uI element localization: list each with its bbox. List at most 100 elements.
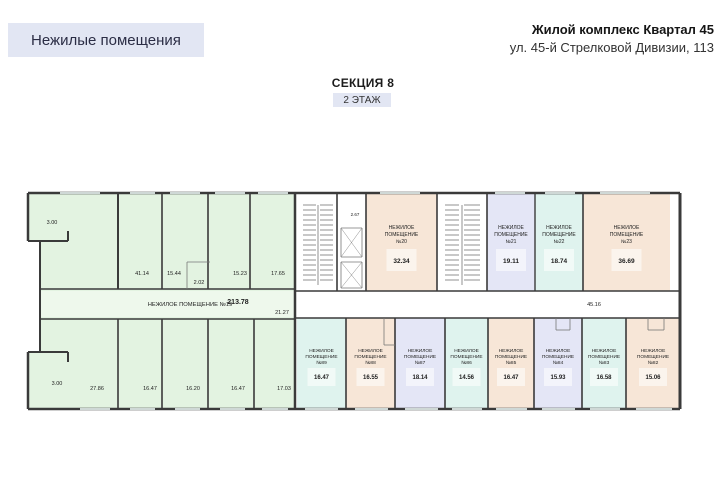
unit-area: 15.06	[645, 375, 661, 381]
unit-area-box	[611, 249, 642, 271]
unit-label-line2: ПОМЕЩЕНИЕ	[494, 232, 528, 238]
unit-fill	[366, 193, 437, 291]
unit-area-box	[406, 368, 434, 386]
area-corridor-right: 45.16	[587, 302, 601, 308]
unit-label-line1: НЕЖИЛОЕ	[389, 225, 415, 231]
unit-label-line2: ПОМЕЩЕНИЕ	[542, 232, 576, 238]
unit-fill	[583, 193, 670, 291]
unit-label-line1: НЕЖИЛОЕ	[614, 225, 640, 231]
unit-area: 15.93	[550, 375, 566, 381]
unit-area: 19.11	[503, 258, 519, 265]
unit-label-line2: ПОМЕЩЕНИЕ	[610, 232, 644, 238]
premise-19-name: НЕЖИЛОЕ ПОМЕЩЕНИЕ №19	[148, 302, 233, 308]
premise-19-group[interactable]	[28, 193, 295, 409]
unit-area: 18.14	[412, 375, 428, 381]
unit-label-number: №86	[461, 360, 472, 366]
unit-label-number: №23	[621, 239, 632, 245]
area-notch-top: 3.00	[47, 220, 58, 226]
unit-label-line1: НЕЖИЛОЕ	[309, 348, 334, 354]
unit-label-number: №84	[553, 360, 564, 366]
unit-area-box	[497, 368, 525, 386]
premise-19-area: 213.78	[227, 299, 249, 306]
top-units: НЕЖИЛОЕПОМЕЩЕНИЕ№2032.34НЕЖИЛОЕПОМЕЩЕНИЕ…	[366, 193, 670, 291]
floor-badge[interactable]: 2 ЭТАЖ	[333, 93, 391, 107]
unit-area-box	[452, 368, 481, 386]
unit-label-line1: НЕЖИЛОЕ	[546, 348, 571, 354]
unit-area-box	[544, 249, 574, 271]
project-address: ул. 45-й Стрелковой Дивизии, 113	[509, 40, 714, 55]
lift-cross	[340, 227, 363, 258]
unit-label-number: №85	[506, 360, 517, 366]
unit-label-line2: ПОМЕЩЕНИЕ	[637, 354, 669, 360]
unit-fill	[582, 318, 626, 409]
unit-area: 16.58	[596, 375, 612, 381]
unit-area: 32.34	[393, 258, 410, 265]
area-room-c: 15.23	[233, 271, 247, 277]
unit-label-number: №22	[554, 239, 565, 245]
unit-label-line2: ПОМЕЩЕНИЕ	[385, 232, 419, 238]
unit-area-box	[356, 368, 385, 386]
page-category-tag: Нежилые помещения	[8, 23, 204, 57]
unit-label-number: №88	[365, 360, 376, 366]
unit-label-line1: НЕЖИЛОЕ	[641, 348, 666, 354]
unit-area: 16.47	[503, 375, 519, 381]
corridor-left	[40, 291, 295, 317]
unit-label-line2: ПОМЕЩЕНИЕ	[495, 354, 527, 360]
area-room-d: 17.65	[271, 271, 285, 277]
area-notch-bottom: 3.00	[52, 381, 63, 387]
unit-label-line2: ПОМЕЩЕНИЕ	[354, 354, 386, 360]
stair-1	[297, 193, 337, 291]
walls	[26, 191, 682, 411]
area-room-b: 15.44	[167, 271, 181, 277]
area-misc: 2.67	[351, 212, 360, 217]
unit-area-box	[590, 368, 618, 386]
unit-area-box	[307, 368, 336, 386]
area-room-a: 41.14	[135, 271, 149, 277]
unit-label-line1: НЕЖИЛОЕ	[454, 348, 479, 354]
notch-bottom	[28, 352, 68, 409]
corridor-right	[295, 291, 680, 318]
unit-fill	[488, 318, 534, 409]
unit-fill	[346, 318, 395, 409]
area-room-g: 16.20	[186, 386, 200, 392]
unit-area: 18.74	[551, 258, 568, 265]
unit-label-line2: ПОМЕЩЕНИЕ	[588, 354, 620, 360]
unit-area-box	[386, 249, 417, 271]
unit-label-number: №20	[396, 239, 407, 245]
section-label: СЕКЦИЯ 8	[331, 76, 395, 90]
area-room-e: 27.86	[90, 386, 104, 392]
bottom-units: НЕЖИЛОЕПОМЕЩЕНИЕ№8916.47НЕЖИЛОЕПОМЕЩЕНИЕ…	[297, 318, 680, 409]
unit-label-number: №87	[415, 360, 426, 366]
unit-label-number: №89	[316, 360, 327, 366]
unit-fill	[534, 318, 582, 409]
area-room-h: 16.47	[231, 386, 245, 392]
unit-fill	[445, 318, 488, 409]
unit-label-number: №82	[648, 360, 659, 366]
notch-top	[28, 193, 68, 241]
unit-fill	[626, 318, 680, 409]
unit-label-line1: НЕЖИЛОЕ	[499, 348, 524, 354]
unit-label-line2: ПОМЕЩЕНИЕ	[450, 354, 482, 360]
unit-label-line2: ПОМЕЩЕНИЕ	[305, 354, 337, 360]
unit-fill	[297, 318, 346, 409]
area-wc: 2.02	[194, 280, 205, 286]
unit-label-line2: ПОМЕЩЕНИЕ	[404, 354, 436, 360]
unit-label-number: №21	[506, 239, 517, 245]
unit-fill	[535, 193, 583, 291]
unit-label-line1: НЕЖИЛОЕ	[358, 348, 383, 354]
unit-label-line1: НЕЖИЛОЕ	[546, 225, 572, 231]
unit-area: 36.69	[618, 258, 635, 265]
